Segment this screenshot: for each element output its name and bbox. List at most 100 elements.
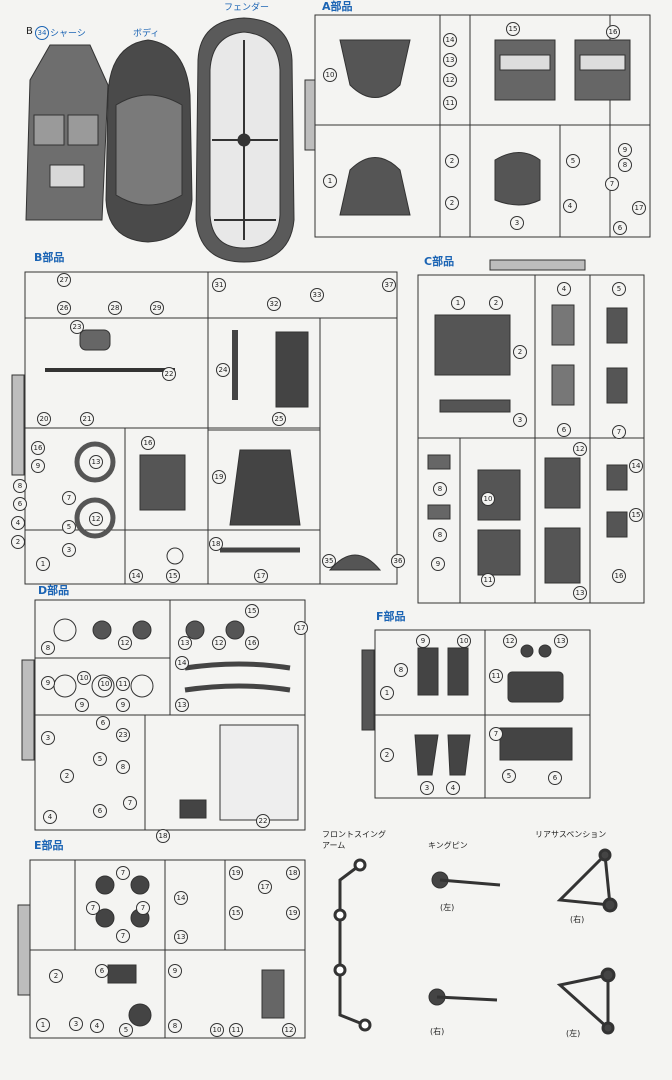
part-number: 21 xyxy=(80,412,94,426)
part-number: 8 xyxy=(41,641,55,655)
part-number: 17 xyxy=(254,569,268,583)
chassis-code: B xyxy=(26,26,33,37)
part-number: 10 xyxy=(77,671,91,685)
part-number: 1 xyxy=(451,296,465,310)
part-number: 15 xyxy=(629,508,643,522)
king-pin-right-drawing xyxy=(428,988,498,1006)
chassis-label: シャーシ xyxy=(50,29,86,39)
part-number: 7 xyxy=(123,796,137,810)
part-number: 12 xyxy=(212,636,226,650)
part-number: 3 xyxy=(513,413,527,427)
part-number: 9 xyxy=(168,964,182,978)
chassis-part-number: 34 xyxy=(35,26,49,40)
part-number: 35 xyxy=(322,554,336,568)
part-number: 11 xyxy=(489,669,503,683)
rear-suspension-left-caption: (左) xyxy=(566,1029,581,1038)
part-number: 4 xyxy=(557,282,571,296)
part-number: 19 xyxy=(286,906,300,920)
part-number: 5 xyxy=(566,154,580,168)
section-f-title: F部品 xyxy=(376,610,406,623)
part-number: 24 xyxy=(216,363,230,377)
part-number: 13 xyxy=(443,53,457,67)
part-number: 3 xyxy=(510,216,524,230)
part-number: 32 xyxy=(267,297,281,311)
front-swing-arm-label: フロントスイング アーム xyxy=(322,830,386,850)
part-number: 23 xyxy=(70,320,84,334)
part-number: 15 xyxy=(166,569,180,583)
part-number: 4 xyxy=(90,1019,104,1033)
part-number: 28 xyxy=(108,301,122,315)
part-number: 14 xyxy=(175,656,189,670)
part-number: 2 xyxy=(445,154,459,168)
part-number: 9 xyxy=(75,698,89,712)
part-number: 8 xyxy=(433,528,447,542)
fender-label: フェンダー xyxy=(224,3,270,13)
part-number: 17 xyxy=(632,201,646,215)
part-number: 33 xyxy=(310,288,324,302)
part-number: 2 xyxy=(60,769,74,783)
part-number: 20 xyxy=(37,412,51,426)
part-number: 4 xyxy=(11,516,25,530)
part-number: 7 xyxy=(86,901,100,915)
part-number: 15 xyxy=(245,604,259,618)
part-number: 31 xyxy=(212,278,226,292)
part-number: 13 xyxy=(89,455,103,469)
part-number: 5 xyxy=(119,1023,133,1037)
part-number: 4 xyxy=(446,781,460,795)
king-pin-right-caption: (右) xyxy=(430,1027,445,1036)
part-number: 8 xyxy=(13,479,27,493)
part-number: 12 xyxy=(443,73,457,87)
rear-suspension-left-drawing xyxy=(556,967,616,1035)
rear-suspension-label: リアサスペンション xyxy=(535,830,607,839)
part-number: 12 xyxy=(89,512,103,526)
part-number: 9 xyxy=(431,557,445,571)
body-drawing xyxy=(105,39,193,243)
part-number: 3 xyxy=(420,781,434,795)
part-number: 7 xyxy=(116,929,130,943)
part-number: 1 xyxy=(323,174,337,188)
sprue-b xyxy=(11,271,398,585)
part-number: 7 xyxy=(605,177,619,191)
part-number: 14 xyxy=(129,569,143,583)
sprue-a xyxy=(304,14,651,238)
part-number: 14 xyxy=(443,33,457,47)
part-number: 12 xyxy=(573,442,587,456)
part-number: 5 xyxy=(502,769,516,783)
section-c-title: C部品 xyxy=(424,255,455,268)
part-number: 2 xyxy=(445,196,459,210)
part-number: 6 xyxy=(613,221,627,235)
part-number: 9 xyxy=(416,634,430,648)
part-number: 16 xyxy=(612,569,626,583)
part-number: 1 xyxy=(380,686,394,700)
part-number: 4 xyxy=(43,810,57,824)
fender-drawing xyxy=(195,17,295,263)
part-number: 29 xyxy=(150,301,164,315)
part-number: 22 xyxy=(256,814,270,828)
section-b-title: B部品 xyxy=(34,251,65,264)
part-number: 12 xyxy=(118,636,132,650)
sprue-c xyxy=(417,259,645,604)
part-number: 10 xyxy=(457,634,471,648)
king-pin-left-drawing xyxy=(431,871,501,889)
part-number: 5 xyxy=(62,520,76,534)
part-number: 11 xyxy=(443,96,457,110)
part-number: 1 xyxy=(36,1018,50,1032)
part-number: 14 xyxy=(629,459,643,473)
part-number: 9 xyxy=(31,459,45,473)
part-number: 7 xyxy=(612,425,626,439)
sprue-d xyxy=(21,599,306,831)
part-number: 11 xyxy=(116,677,130,691)
part-number: 8 xyxy=(618,158,632,172)
part-number: 8 xyxy=(394,663,408,677)
part-number: 36 xyxy=(391,554,405,568)
part-number: 13 xyxy=(178,636,192,650)
part-number: 10 xyxy=(210,1023,224,1037)
part-number: 15 xyxy=(506,22,520,36)
part-number: 9 xyxy=(116,698,130,712)
part-number: 17 xyxy=(294,621,308,635)
section-d-title: D部品 xyxy=(38,584,70,597)
part-number: 7 xyxy=(116,866,130,880)
part-number: 3 xyxy=(41,731,55,745)
